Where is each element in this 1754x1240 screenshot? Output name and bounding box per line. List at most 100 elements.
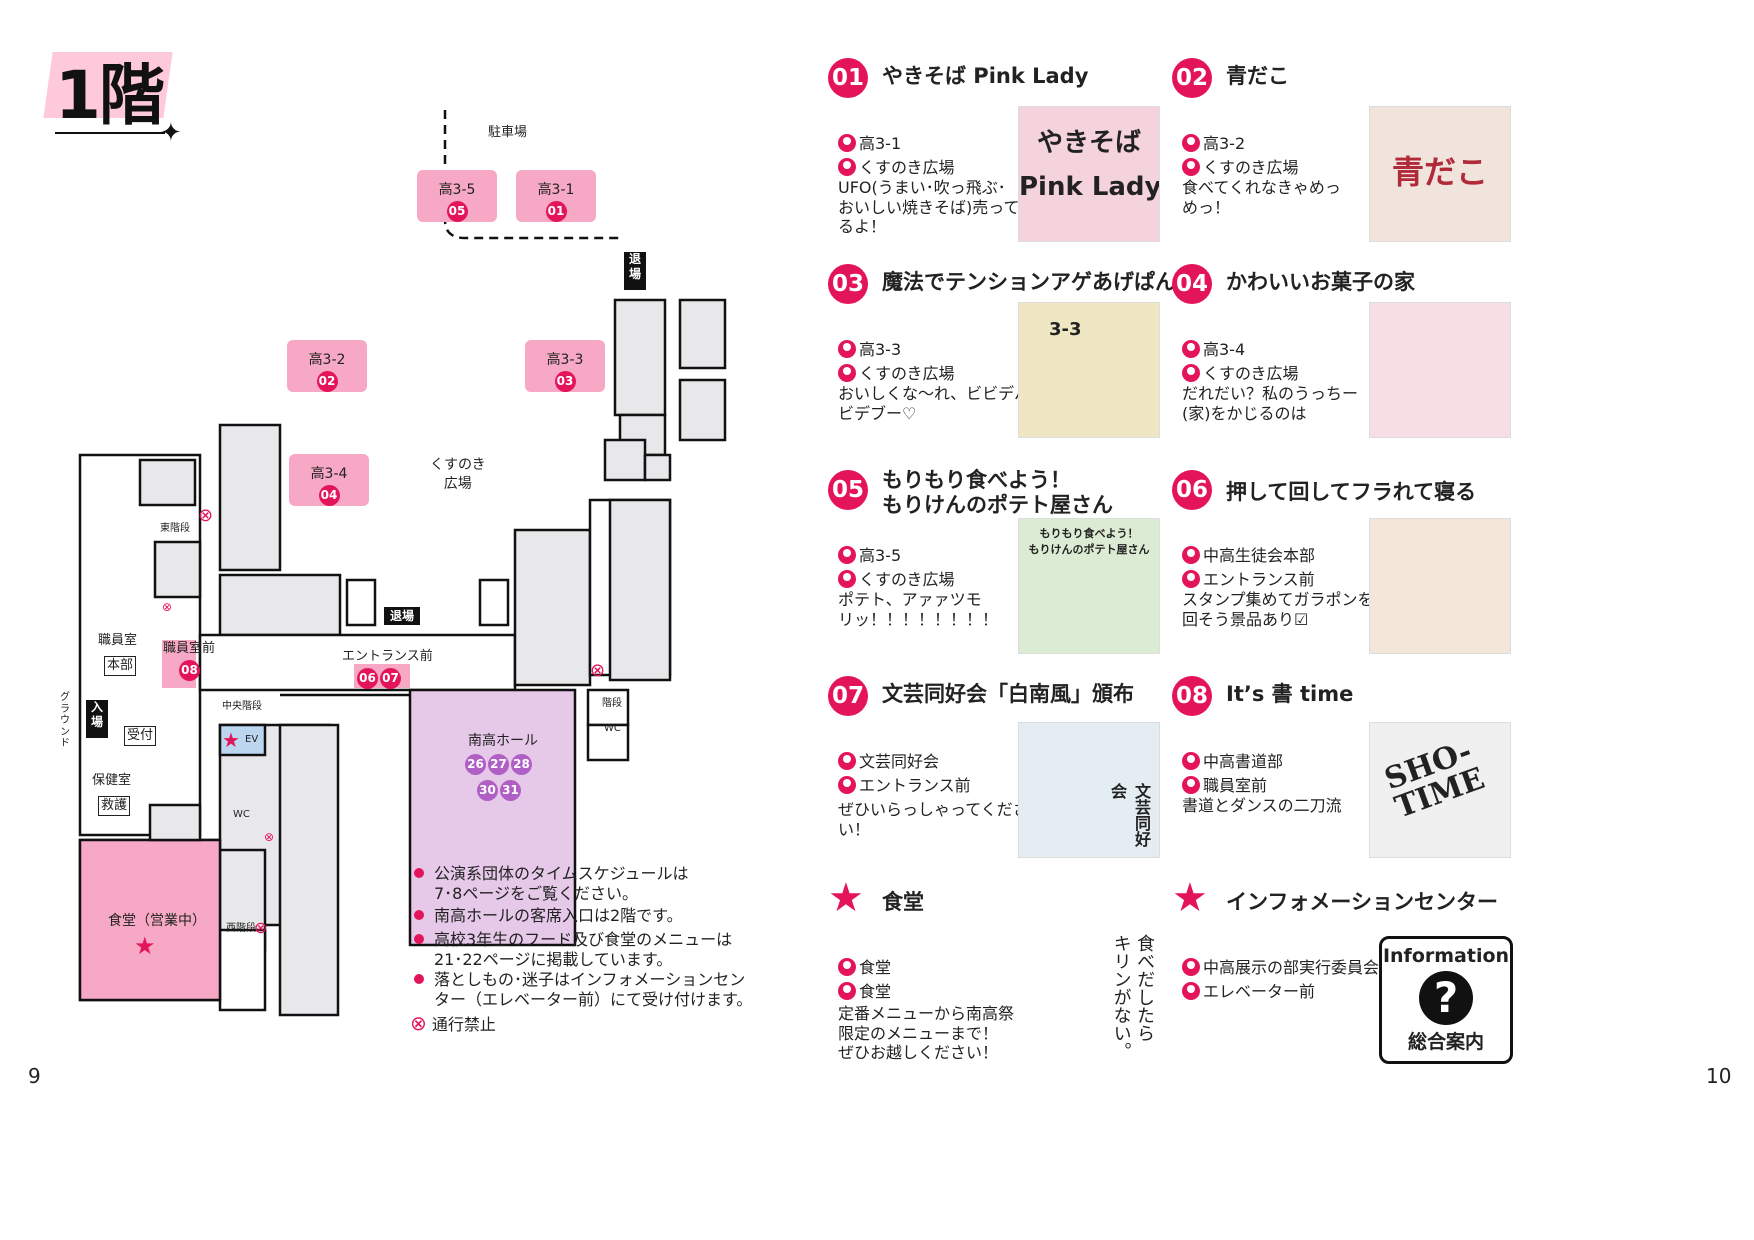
- entry-group: 中高書道部: [1203, 752, 1284, 771]
- booth-number: 02: [316, 371, 338, 392]
- location-icon: [1182, 364, 1200, 382]
- entry-cafeteria[interactable]: ★ 食堂 食堂 食堂 定番メニューから南高祭 限定のメニューまで！ ぜひお越しく…: [828, 878, 1208, 1074]
- entry-number: 08: [1172, 676, 1212, 716]
- entry-06[interactable]: 06 押して回してフラれて寝る 中高生徒会本部 エントランス前 スタンプ集めてガ…: [1172, 466, 1552, 656]
- entry-place: 職員室前: [1203, 776, 1268, 795]
- entry-illustration: 文芸同好会: [1018, 722, 1160, 858]
- location-icon: [838, 570, 856, 588]
- entry-title: It’s 書 time: [1226, 682, 1354, 706]
- entry-number: 02: [1172, 58, 1212, 98]
- title-underline: [55, 132, 165, 134]
- group-icon: [1182, 340, 1200, 358]
- group-icon: [1182, 134, 1200, 152]
- note-3: 高校3年生のフード及び食堂のメニューは 21･22ページに掲載しています。: [414, 930, 733, 970]
- info-sign-bottom-text: 総合案内: [1407, 1031, 1484, 1053]
- group-icon: [1182, 546, 1200, 564]
- star-icon: ★: [828, 875, 864, 921]
- no-entry-icon: ⊗: [162, 600, 173, 614]
- entry-info-center[interactable]: ★ インフォメーションセンター 中高展示の部実行委員会 エレベーター前 Info…: [1172, 878, 1552, 1074]
- booth-label: 高3-5: [438, 182, 476, 198]
- health-room-label: 保健室: [92, 773, 132, 788]
- entry-desc: スタンプ集めてガラポンを 回そう景品あり☑: [1182, 590, 1374, 629]
- location-icon: [1182, 776, 1200, 794]
- entry-place: くすのき広場: [1203, 364, 1299, 383]
- entry-title: 食堂: [882, 890, 924, 914]
- wc-label-2: WC: [604, 723, 621, 734]
- entry-group: 中高生徒会本部: [1203, 546, 1316, 565]
- cafeteria-star-icon: ★: [134, 932, 156, 960]
- entry-title: 文芸同好会「白南風」頒布: [882, 682, 1134, 706]
- legend-no-entry: ⊗ 通行禁止: [410, 1011, 496, 1036]
- illustration-text: やきそば Pink Lady: [1019, 128, 1160, 203]
- sparkle-icon: ✦: [160, 118, 182, 148]
- entry-desc: ポテト、アァァツモ リッ！！！！！！！！: [838, 590, 999, 629]
- note-text: 南高ホールの客席入口は2階です。: [434, 906, 683, 925]
- entry-place: くすのき広場: [859, 364, 955, 383]
- group-icon: [838, 546, 856, 564]
- booth-label: 高3-3: [546, 352, 584, 368]
- illustration-text: もりもり食べよう！ もりけんのポテト屋さん: [1028, 527, 1150, 556]
- cafeteria-label: 食堂（営業中）: [108, 913, 206, 929]
- location-icon: [1182, 982, 1200, 1000]
- info-center-star-icon: ★: [222, 728, 240, 752]
- booth-label: 高3-4: [310, 466, 348, 482]
- entry-illustration: [1369, 518, 1511, 654]
- note-text: 落としもの･迷子はインフォメーションセン ター（エレベーター前）にて受け付けます…: [434, 970, 753, 1009]
- entry-desc: だれだい？私のうっちー (家)をかじるのは: [1182, 384, 1359, 423]
- booth-number: 01: [545, 201, 567, 222]
- entry-desc: UFO(うまい･吹っ飛ぶ･ おいしい焼きそば)売って るよ！: [838, 178, 1020, 237]
- group-icon: [1182, 958, 1200, 976]
- booth-31-badge: 31: [500, 780, 521, 801]
- booth-26-badge: 26: [465, 754, 486, 775]
- entry-group: 高3-4: [1203, 340, 1246, 359]
- entry-title: もりもり食べよう！ もりけんのポテト屋さん: [882, 468, 1113, 518]
- entry-05[interactable]: 05 もりもり食べよう！ もりけんのポテト屋さん 高3-5 くすのき広場 ポテト…: [828, 466, 1208, 656]
- entry-desc: 書道とダンスの二刀流: [1182, 796, 1342, 815]
- entry-illustration: 青だこ: [1369, 106, 1511, 242]
- entry-title: 魔法でテンションアゲあげぱん: [882, 270, 1176, 294]
- entry-place: くすのき広場: [859, 158, 955, 177]
- entry-number: 04: [1172, 264, 1212, 304]
- entry-desc: ぜひいらっしゃってくださ い！: [838, 800, 1029, 839]
- note-4: 落としもの･迷子はインフォメーションセン ター（エレベーター前）にて受け付けます…: [414, 970, 753, 1010]
- reception-label: 受付: [124, 726, 157, 746]
- entry-02[interactable]: 02 青だこ 高3-2 くすのき広場 食べてくれなきゃめっ めっ！ 青だこ: [1172, 58, 1552, 248]
- entry-group: 高3-3: [859, 340, 902, 359]
- hall-label: 南高ホール: [468, 733, 538, 749]
- entry-07[interactable]: 07 文芸同好会「白南風」頒布 文芸同好会 エントランス前 ぜひいらっしゃってく…: [828, 676, 1208, 866]
- note-2: 南高ホールの客席入口は2階です。: [414, 906, 683, 926]
- no-entry-icon: ⊗: [264, 830, 275, 844]
- group-icon: [838, 340, 856, 358]
- entry-illustration: [1369, 302, 1511, 438]
- entry-illustration: もりもり食べよう！ もりけんのポテト屋さん: [1018, 518, 1160, 654]
- entry-number: 07: [828, 676, 868, 716]
- question-icon: ?: [1419, 971, 1473, 1025]
- entry-04[interactable]: 04 かわいいお菓子の家 高3-4 くすのき広場 だれだい？私のうっちー (家)…: [1172, 264, 1552, 454]
- booth-28-badge: 28: [511, 754, 532, 775]
- note-1: 公演系団体のタイムスケジュールは 7･8ページをご覧ください。: [414, 864, 689, 904]
- entry-01[interactable]: 01 やきそば Pink Lady 高3-1 くすのき広場 UFO(うまい･吹っ…: [828, 58, 1208, 248]
- entry-03[interactable]: 03 魔法でテンションアゲあげぱん 高3-3 くすのき広場 おいしくな～れ、ビビ…: [828, 264, 1208, 454]
- illustration-text: 文芸同好会: [1108, 783, 1151, 847]
- entry-place: くすのき広場: [859, 570, 955, 589]
- aid-label: 救護: [98, 796, 131, 816]
- entry-group: 高3-2: [1203, 134, 1246, 153]
- page-number-right: 10: [1706, 1064, 1732, 1088]
- info-sign-illustration: Information ? 総合案内: [1379, 936, 1513, 1064]
- entry-08[interactable]: 08 It’s 書 time 中高書道部 職員室前 書道とダンスの二刀流 SHO…: [1172, 676, 1552, 866]
- entry-place: くすのき広場: [1203, 158, 1299, 177]
- no-entry-icon: ⊗: [254, 918, 268, 937]
- entry-desc: 定番メニューから南高祭 限定のメニューまで！ ぜひお越しください！: [838, 1004, 1015, 1063]
- headquarters-label: 本部: [104, 656, 137, 676]
- courtyard-label: くすのき 広場: [430, 457, 486, 492]
- entry-group: 高3-5: [859, 546, 902, 565]
- entry-group: 文芸同好会: [859, 752, 940, 771]
- note-text: 高校3年生のフード及び食堂のメニューは 21･22ページに掲載しています。: [434, 930, 733, 969]
